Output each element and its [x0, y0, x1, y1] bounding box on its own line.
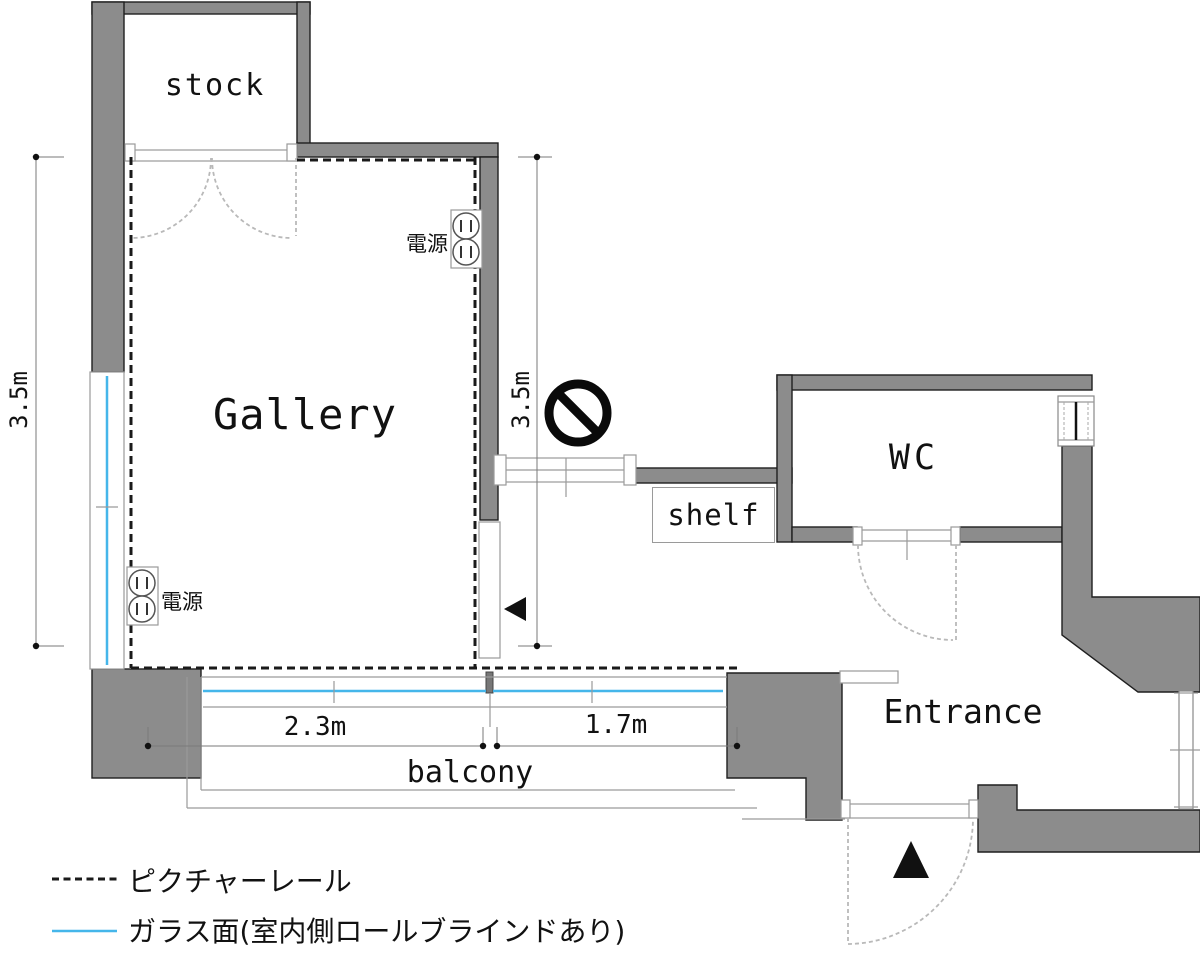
dimension-lines — [32, 153, 741, 750]
room-label-wc: WC — [888, 438, 940, 478]
wc-door-arc — [857, 544, 954, 641]
room-label-entrance: Entrance — [883, 692, 1043, 731]
shelf-label-box: shelf — [652, 487, 775, 543]
dim-dot — [32, 642, 40, 650]
dim-dot — [479, 742, 487, 750]
left-exterior-wall — [91, 1, 125, 373]
dim-label-mid-height: 3.5m — [507, 371, 535, 429]
wc-left-wall — [776, 374, 793, 543]
power-outlet-icon — [126, 566, 159, 626]
fixtures — [89, 143, 1200, 820]
counter-post-right — [623, 454, 637, 486]
stock-door-arc-left — [130, 157, 212, 239]
legend-picture-rail-label: ピクチャーレール — [128, 865, 352, 898]
dim-dot — [533, 153, 541, 161]
entrance-jamb-right — [968, 799, 979, 819]
gallery-side-door-panel — [478, 521, 501, 659]
dim-dot — [32, 153, 40, 161]
entrance-jamb-left — [840, 799, 851, 819]
power-label-right: 電源 — [406, 232, 448, 256]
entrance-door-arc — [847, 817, 974, 945]
wc-bottom-wall-right — [959, 526, 1063, 543]
counter-post-left — [493, 454, 507, 486]
no-entry-icon — [544, 379, 612, 447]
dim-dot — [733, 742, 741, 750]
right-diagonal-wall — [1061, 445, 1200, 693]
shelf-top-wall — [631, 467, 793, 484]
entrance-door-sill — [844, 803, 974, 819]
up-triangle-icon — [893, 841, 929, 878]
dim-dot — [493, 742, 501, 750]
power-label-left: 電源 — [161, 590, 203, 614]
entrance-bottom-wall — [977, 784, 1200, 853]
wc-jamb-right — [950, 526, 961, 546]
room-label-balcony: balcony — [406, 755, 534, 790]
legend-glass-label: ガラス面(室内側ロールブラインドあり) — [128, 915, 626, 948]
entrance-left-pillar — [726, 672, 843, 821]
stock-door-jamb-right — [286, 143, 298, 162]
left-triangle-icon — [504, 597, 526, 621]
dim-label-balcony-right: 1.7m — [584, 710, 648, 740]
gallery-top-wall — [296, 142, 499, 158]
legend-samples — [52, 877, 117, 933]
dim-label-balcony-left: 2.3m — [283, 712, 347, 742]
wc-top-wall — [776, 374, 1093, 391]
wc-jamb-left — [852, 526, 863, 546]
balcony-door-mullion — [485, 671, 494, 694]
walls — [91, 1, 1200, 853]
stock-door-arc-right — [211, 157, 293, 239]
dim-label-left-height: 3.5m — [5, 371, 33, 429]
dim-dot — [533, 642, 541, 650]
power-outlet-icon — [450, 209, 483, 269]
gallery-right-wall — [479, 156, 499, 521]
room-label-stock: stock — [164, 68, 266, 103]
entrance-ledge — [839, 670, 899, 684]
door-swings — [130, 157, 974, 945]
dim-dot — [144, 742, 152, 750]
wc-bottom-wall-left — [791, 526, 858, 543]
room-label-gallery: Gallery — [212, 390, 397, 439]
balcony-left-pillar — [91, 668, 202, 779]
symbols — [126, 209, 929, 878]
